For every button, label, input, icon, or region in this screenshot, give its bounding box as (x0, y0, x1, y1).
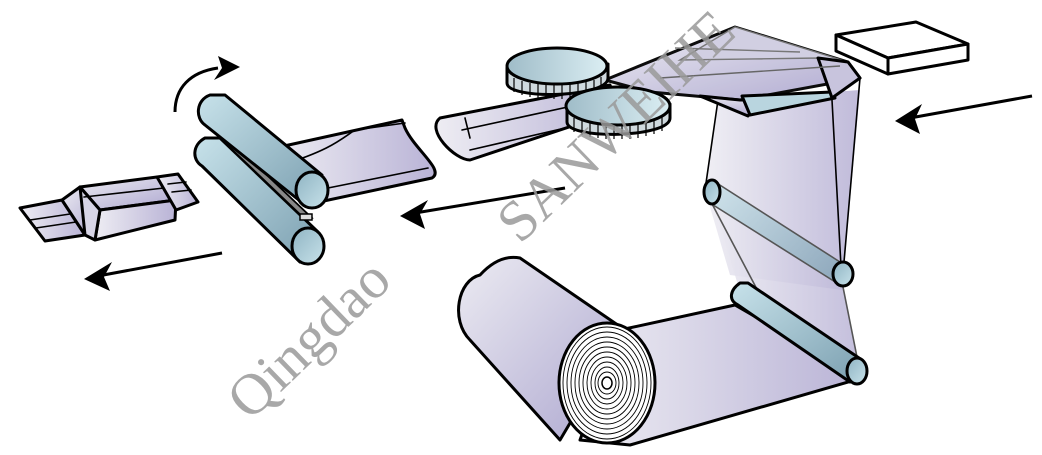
crimp-rollers (193, 93, 330, 266)
product-box (834, 20, 970, 76)
seal-wheel-front (564, 85, 672, 139)
film-web (704, 77, 861, 373)
guide-roller-upper (702, 178, 855, 288)
seal-wheel-rear (505, 46, 610, 99)
watermark-line1: Qingdao (214, 246, 403, 432)
infeed-arrow-icon (895, 94, 1033, 134)
finished-pack (18, 172, 200, 243)
forming-collar (603, 25, 862, 118)
outfeed-arrow-icon (84, 251, 223, 291)
reel-rings (562, 326, 652, 440)
crimp-roller-upper (196, 93, 330, 210)
fin-seal-wheels (505, 46, 672, 139)
guide-roller-lower (730, 281, 869, 386)
transfer-arrow-icon (400, 186, 566, 229)
rotation-arrow-icon (173, 56, 240, 113)
crimp-roller-lower (193, 136, 326, 266)
